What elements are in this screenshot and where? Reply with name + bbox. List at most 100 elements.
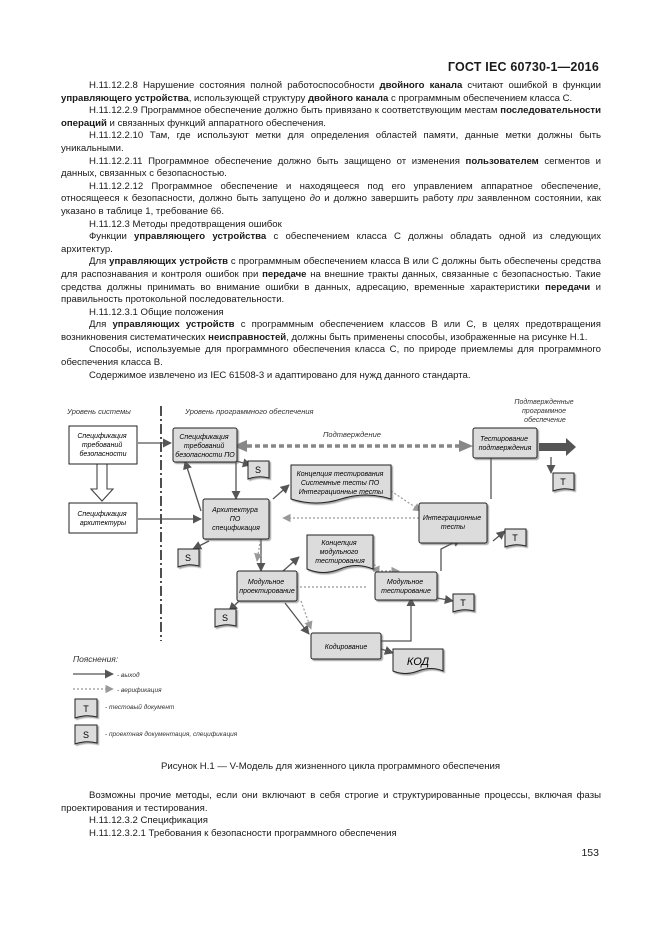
text-run: , использующей структуру: [188, 92, 308, 104]
text-run: Н.11.12.2.11 Программное обеспечение дол…: [89, 155, 466, 167]
test-doc-t: T: [504, 528, 527, 548]
test-doc-t: T: [552, 472, 575, 492]
text-run: Н.11.12.2.9 Программное обеспечение долж…: [89, 105, 501, 117]
svg-text:КОД: КОД: [407, 656, 430, 668]
document-standard-header: ГОСТ IEC 60730-1—2016: [447, 60, 599, 74]
test-concept-document: Концепция тестирования Системные тесты П…: [290, 464, 392, 504]
legend-output: - выход: [117, 671, 140, 679]
paragraph: Функции управляющего устройства с обеспе…: [61, 231, 601, 256]
body-text: Н.11.12.2.8 Нарушение состояния полной р…: [61, 80, 601, 382]
svg-text:Тестирование подтвержден: Тестирование подтверждения: [479, 436, 532, 452]
svg-text:Концепция тестирования С: Концепция тестирования Системные тесты П…: [297, 471, 386, 496]
body-text-after-figure: Возможны прочие методы, если они включаю…: [61, 790, 601, 840]
svg-text:S: S: [185, 553, 191, 563]
text-run: , должны быть применены способы, изображ…: [286, 331, 588, 343]
design-doc-s: S: [177, 548, 200, 568]
v-model-figure: Уровень системы Уровень программного обе…: [61, 391, 601, 751]
design-doc-s: S: [214, 608, 237, 628]
text-run: Возможны прочие методы, если они включаю…: [61, 790, 601, 814]
svg-text:Кодирование: Кодирование: [325, 643, 368, 651]
legend-title: Пояснения:: [73, 654, 119, 664]
legend: Пояснения: - выход - верификация T - тес…: [73, 654, 238, 745]
text-run: и должно завершить работу: [320, 193, 458, 205]
text-run: с программным обеспечением класса С.: [388, 92, 573, 104]
svg-text:Модульное тестирование: Модульное тестирование: [381, 578, 431, 595]
v-model-diagram: Уровень системы Уровень программного обе…: [66, 398, 576, 745]
spec-software-safety-box: Спецификация требований безопасности ПО: [172, 427, 238, 463]
text-run: Функции: [89, 231, 135, 243]
bold-term: последовательности операций: [61, 105, 601, 129]
paragraph: Н.11.12.2.10 Там, где используют метки д…: [61, 130, 601, 155]
bold-term: пользователем: [465, 155, 539, 167]
integration-tests-box: Интеграционные тесты: [418, 502, 488, 544]
module-testing-box: Модульное тестирование: [374, 571, 438, 601]
text-run: Н.11.12.2.12 Программное обеспечение и н…: [61, 180, 601, 205]
svg-text:Концепция модульного: Концепция модульного тестирования: [315, 540, 365, 565]
text-run: сегментов и данных, связанных с безопасн…: [61, 155, 601, 180]
text-run: Н.11.12.3.2.1 Требования к безопасности …: [89, 827, 397, 839]
paragraph: Возможны прочие методы, если они включаю…: [61, 790, 601, 815]
confirmation-testing-box: Тестирование подтверждения: [472, 427, 538, 459]
italic-term: до: [309, 193, 321, 205]
confirmation-arrowhead-left: [233, 440, 247, 452]
paragraph: Н.11.12.2.12 Программное обеспечение и н…: [61, 181, 601, 219]
spec-architecture-box: Спецификация архитектуры: [68, 502, 138, 534]
svg-text:S: S: [83, 730, 89, 740]
confirmation-arrowhead-right: [459, 440, 473, 452]
page-number: 153: [581, 847, 599, 859]
software-architecture-box: Архитектура ПО спецификация: [202, 498, 270, 540]
text-run: с программным обеспечением класса В или …: [61, 256, 601, 280]
text-run: Н.11.12.3 Методы предотвращения ошибок: [89, 218, 282, 230]
bold-term: двойного канала: [307, 92, 389, 104]
paragraph: Н.11.12.2.8 Нарушение состояния полной р…: [61, 80, 601, 105]
column-header-confirmed: Подтвержденные программное обеспечение: [514, 398, 575, 424]
svg-text:Интеграционные тесты: Интеграционные тесты: [423, 515, 483, 531]
paragraph: Способы, используемые для программного о…: [61, 344, 601, 369]
text-run: Н.11.12.2.8 Нарушение состояния полной р…: [89, 80, 380, 91]
svg-text:T: T: [512, 533, 518, 543]
test-doc-t: T: [452, 593, 475, 613]
legend-verification: - верификация: [117, 687, 162, 694]
module-design-box: Модульное проектирование: [236, 570, 298, 602]
bold-term: управляющего устройства: [61, 92, 189, 104]
bold-term: управляющего устройства: [134, 231, 267, 243]
text-run: считают ошибкой в функции: [462, 80, 602, 91]
paragraph: Содержимое извлечено из IEC 61508-3 и ад…: [61, 370, 601, 383]
svg-text:Спецификация архитектуры: Спецификация архитектуры: [77, 511, 128, 527]
text-run: Н.11.12.2.10 Там, где используют метки д…: [61, 130, 601, 154]
bold-term: двойного канала: [379, 80, 463, 91]
paragraph: Н.11.12.2.11 Программное обеспечение дол…: [61, 156, 601, 181]
text-run: с обеспечением класса С должны обладать …: [61, 231, 602, 255]
section-heading: Н.11.12.3.2 Спецификация: [61, 815, 601, 828]
section-heading: Н.11.12.3 Методы предотвращения ошибок: [61, 219, 601, 232]
section-heading: Н.11.12.3.2.1 Требования к безопасности …: [61, 828, 601, 841]
text-run: Для: [89, 319, 113, 331]
svg-text:Спецификация требований: Спецификация требований безопасности: [77, 433, 128, 458]
text-run: на внешние тракты данных, связанные с бе…: [61, 268, 601, 293]
text-run: и правильность протокольной последовател…: [61, 281, 601, 306]
paragraph: Н.11.12.2.9 Программное обеспечение долж…: [61, 105, 601, 130]
text-run: и связанных функций аппаратного обеспече…: [106, 117, 326, 129]
coding-box: Кодирование: [310, 632, 382, 660]
svg-text:Модульное проектирование: Модульное проектирование: [239, 578, 295, 595]
svg-text:S: S: [222, 613, 228, 623]
module-test-concept-document: Концепция модульного тестирования: [306, 534, 374, 573]
confirmation-label: Подтверждение: [323, 430, 381, 439]
text-run: Н.11.12.3.2 Спецификация: [89, 815, 208, 827]
spec-safety-requirements-box: Спецификация требований безопасности: [68, 425, 138, 465]
bold-term: управляющих устройств: [112, 319, 235, 331]
text-run: Для: [89, 256, 110, 268]
italic-term: при: [457, 193, 474, 205]
bold-term: передачи: [545, 281, 591, 293]
system-level-arrow: [89, 462, 115, 502]
code-document: КОД: [392, 648, 444, 674]
figure-caption: Рисунок Н.1 — V-Модель для жизненного ци…: [160, 761, 501, 772]
text-run: с программным обеспечением классов В или…: [61, 319, 601, 343]
column-header-system: Уровень системы: [66, 407, 131, 416]
svg-text:T: T: [83, 704, 89, 714]
svg-text:Спецификация требований: Спецификация требований безопасности ПО: [175, 434, 235, 459]
legend-test-doc: - тестовый документ: [105, 703, 175, 711]
text-run: Н.11.12.3.1 Общие положения: [89, 306, 224, 318]
released-software-arrow: [539, 438, 576, 456]
text-run: заявленном состоянии, как указано в табл…: [61, 193, 601, 217]
